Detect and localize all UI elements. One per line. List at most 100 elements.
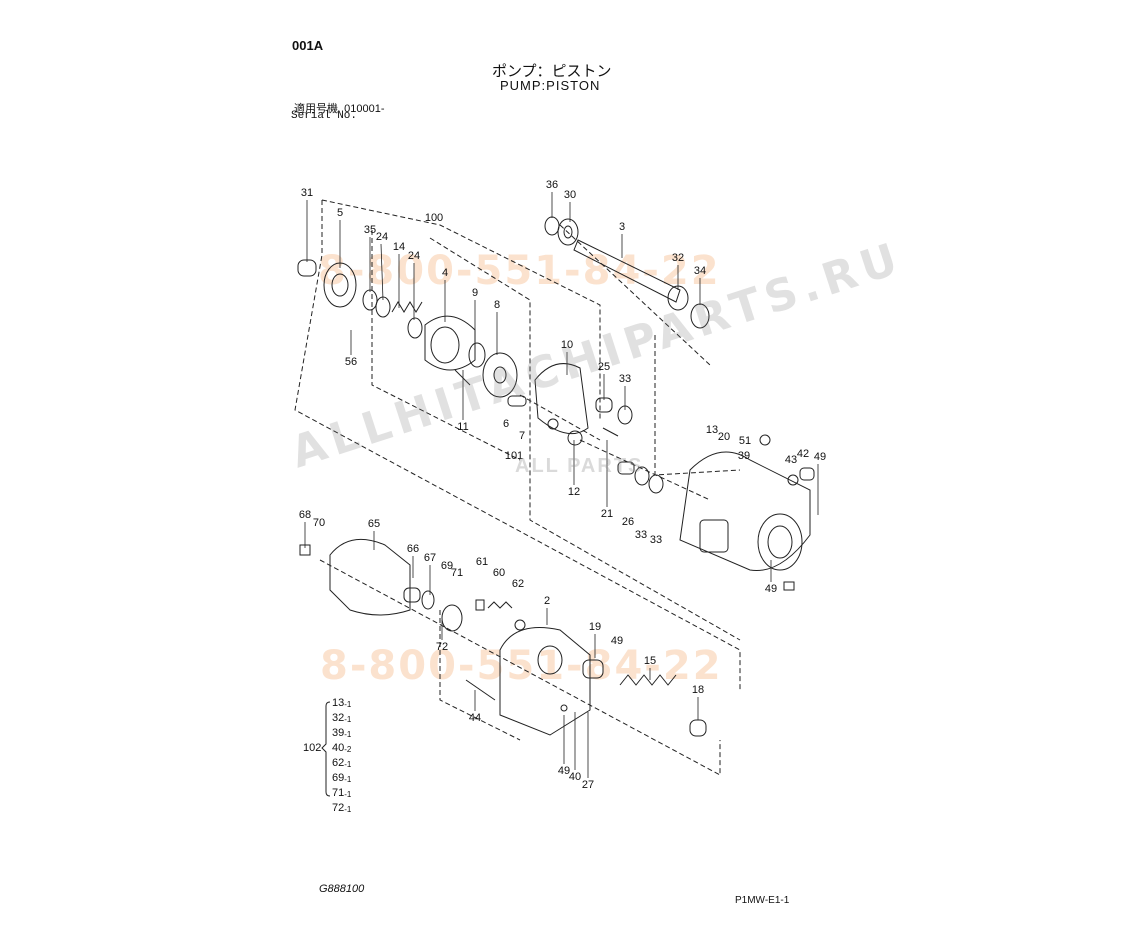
title-japanese: ポンプ：ピストン (492, 63, 612, 80)
serial-value: 010001- (344, 103, 385, 115)
callout: 71 (450, 567, 464, 579)
watermark-phone-top: 8-800-551-84-22 (318, 248, 721, 294)
callout: 49 (610, 635, 624, 647)
assembly-guides (294, 199, 741, 776)
callout: 26 (621, 516, 635, 528)
drawing-number: G888100 (319, 883, 365, 895)
callout: 9 (471, 287, 479, 299)
callout: 25 (597, 361, 611, 373)
serial-label-en: Serial No. (291, 110, 358, 122)
callout: 70 (312, 517, 326, 529)
callout: 62 (511, 578, 525, 590)
kit-number: 102 (303, 742, 322, 754)
callout: 14 (392, 241, 406, 253)
kit-qty: -1 (344, 715, 352, 724)
gear-pump-parts (299, 538, 526, 632)
callout: 49 (764, 583, 778, 595)
callout: 36 (545, 179, 559, 191)
callout: 68 (298, 509, 312, 521)
leader-lines (304, 192, 819, 778)
callout: 44 (468, 712, 482, 724)
callout: 20 (717, 431, 731, 443)
callout: 49 (813, 451, 827, 463)
callout: 13 (705, 424, 719, 436)
callout: 61 (475, 556, 489, 568)
kit-qty: -1 (344, 775, 352, 784)
callout: 51 (738, 435, 752, 447)
valve-plate-parts (534, 363, 664, 494)
serial-label-jp: 適用号機 010001- (294, 100, 385, 116)
callout: 3 (618, 221, 626, 233)
callout: 33 (634, 529, 648, 541)
page-code: 001A (292, 38, 324, 53)
callout: 8 (493, 299, 501, 311)
callout: 19 (588, 621, 602, 633)
kit-item: 71-1 (332, 787, 351, 799)
callout: 40 (568, 771, 582, 783)
kit-item: 40-2 (332, 742, 351, 754)
callout: 49 (557, 765, 571, 777)
callout: 33 (618, 373, 632, 385)
callout: 21 (600, 508, 614, 520)
callout: 24 (375, 231, 389, 243)
kit-item: 69-1 (332, 772, 351, 784)
kit-part: 69 (332, 772, 345, 784)
callout: 43 (784, 454, 798, 466)
kit-qty: -1 (344, 730, 352, 739)
callout: 7 (518, 430, 526, 442)
callout: 67 (423, 552, 437, 564)
kit-item: 13-1 (332, 697, 351, 709)
callout: 6 (502, 418, 510, 430)
callout: 69 (440, 560, 454, 572)
kit-qty: -1 (344, 790, 352, 799)
serial-label-jp-text: 適用号機 (294, 103, 338, 115)
callout: 24 (407, 250, 421, 262)
kit-qty: -1 (344, 760, 352, 769)
kit-part: 39 (332, 727, 345, 739)
kit-qty: -1 (344, 805, 352, 814)
callout: 2 (543, 595, 551, 607)
callout: 5 (336, 207, 344, 219)
callout: 65 (367, 518, 381, 530)
callout: 35 (363, 224, 377, 236)
kit-qty: -2 (344, 745, 352, 754)
callout: 31 (300, 187, 314, 199)
watermark-logo: ALL PARTS (515, 455, 644, 477)
callout: 30 (563, 189, 577, 201)
kit-part: 40 (332, 742, 345, 754)
kit-item: 39-1 (332, 727, 351, 739)
kit-part: 13 (332, 697, 345, 709)
callout: 100 (424, 212, 444, 224)
callout: 15 (643, 655, 657, 667)
kit-part: 72 (332, 802, 345, 814)
rotating-group-parts (297, 259, 527, 407)
watermark-phone-bottom: 8-800-551-84-22 (320, 643, 723, 689)
callout: 18 (691, 684, 705, 696)
callout: 101 (504, 450, 524, 462)
callout: 12 (567, 486, 581, 498)
kit-item: 62-1 (332, 757, 351, 769)
callout: 4 (441, 267, 449, 279)
callout: 56 (344, 356, 358, 368)
callout: 10 (560, 339, 574, 351)
page-title: PUMP:PISTON (500, 78, 601, 93)
callout: 11 (457, 421, 469, 433)
kit-part: 32 (332, 712, 345, 724)
callout: 33 (649, 534, 663, 546)
callout: 34 (693, 265, 707, 277)
kit-qty: -1 (344, 700, 352, 709)
kit-item: 32-1 (332, 712, 351, 724)
callout: 27 (581, 779, 595, 791)
callout: 39 (737, 450, 751, 462)
callout: 66 (406, 543, 420, 555)
callout: 32 (671, 252, 685, 264)
kit-part: 71 (332, 787, 345, 799)
kit-part: 62 (332, 757, 345, 769)
callout: 60 (492, 567, 506, 579)
pump-casing (679, 434, 815, 591)
callout: 42 (796, 448, 810, 460)
regulator-parts (465, 627, 707, 737)
sheet-id: P1MW-E1-1 (735, 895, 790, 906)
shaft-parts (544, 216, 710, 329)
